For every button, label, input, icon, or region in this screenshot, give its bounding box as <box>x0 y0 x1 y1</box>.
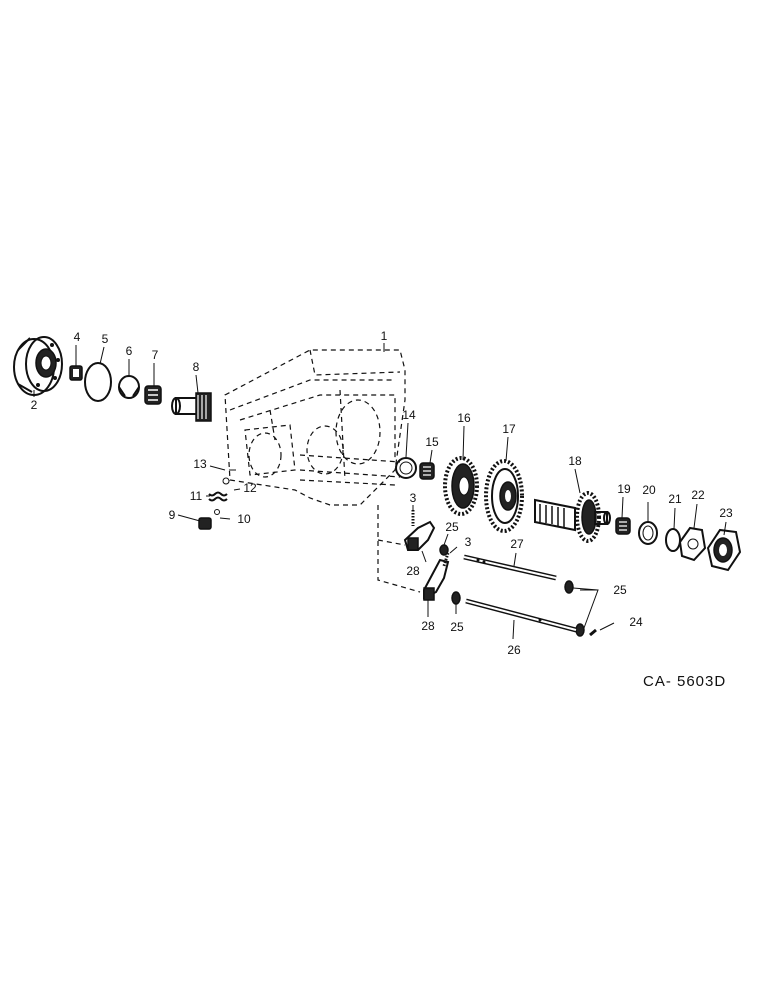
part-19-bearing-cone <box>615 517 631 535</box>
callout-25-lower: 25 <box>450 620 464 634</box>
part-28-shifter-forks <box>403 520 450 601</box>
callout-21: 21 <box>668 492 682 506</box>
part-6-bearing-cup <box>118 375 140 399</box>
callout-6: 6 <box>126 344 133 358</box>
callout-1: 1 <box>381 329 388 343</box>
callout-2: 2 <box>31 398 38 412</box>
callout-18: 18 <box>568 454 582 468</box>
callout-4: 4 <box>74 330 81 344</box>
callout-16: 16 <box>457 411 471 425</box>
callout-9: 9 <box>169 508 176 522</box>
callout-15: 15 <box>425 435 439 449</box>
reference-code: CA- 5603D <box>643 673 726 690</box>
part-18-output-shaft-gear <box>534 491 611 543</box>
callout-10: 10 <box>237 512 251 526</box>
part-17-gear <box>484 459 524 533</box>
part-26-shift-rail <box>465 598 577 633</box>
callout-14: 14 <box>402 408 416 422</box>
callout-23: 23 <box>719 506 733 520</box>
part-3-set-screws <box>411 510 450 567</box>
part-14-bearing-cup <box>395 457 417 479</box>
part-4-bearing <box>69 365 83 381</box>
callout-labels: 1 2 4 5 6 7 8 9 10 11 12 13 14 15 16 17 … <box>31 329 733 657</box>
leader-lines <box>33 343 727 640</box>
part-21-o-ring <box>665 528 681 552</box>
callout-24: 24 <box>629 615 643 629</box>
part-5-o-ring <box>84 362 112 402</box>
callout-7: 7 <box>152 348 159 362</box>
callout-12: 12 <box>243 481 257 495</box>
callout-25-right: 25 <box>613 583 627 597</box>
callout-28-lower: 28 <box>421 619 435 633</box>
callout-3-upper: 3 <box>410 491 417 505</box>
part-25-spacers <box>439 544 585 637</box>
detent-assembly <box>198 469 236 530</box>
part-24-roll-pin <box>589 628 597 637</box>
callout-25-upper: 25 <box>445 520 459 534</box>
part-8-input-shaft-gear <box>171 392 212 422</box>
callout-22: 22 <box>691 488 705 502</box>
part-16-gear <box>443 456 479 516</box>
part-20-bearing-cup <box>638 521 658 545</box>
callout-17: 17 <box>502 422 516 436</box>
part-22-gasket <box>678 526 707 562</box>
part-7-bearing-cone <box>144 385 162 405</box>
callout-11: 11 <box>190 489 203 503</box>
callout-26: 26 <box>507 643 521 657</box>
callout-20: 20 <box>642 483 656 497</box>
part-27-shift-rail <box>463 554 557 581</box>
callout-28-upper: 28 <box>406 564 420 578</box>
callout-27: 27 <box>510 537 524 551</box>
transmission-housing <box>224 349 421 593</box>
part-15-bearing-cone <box>419 462 435 480</box>
callout-8: 8 <box>193 360 200 374</box>
callout-3-lower: 3 <box>465 535 472 549</box>
callout-13: 13 <box>193 457 207 471</box>
part-2-input-housing <box>13 336 63 396</box>
part-23-cover <box>706 528 742 572</box>
callout-19: 19 <box>617 482 631 496</box>
callout-5: 5 <box>102 332 109 346</box>
